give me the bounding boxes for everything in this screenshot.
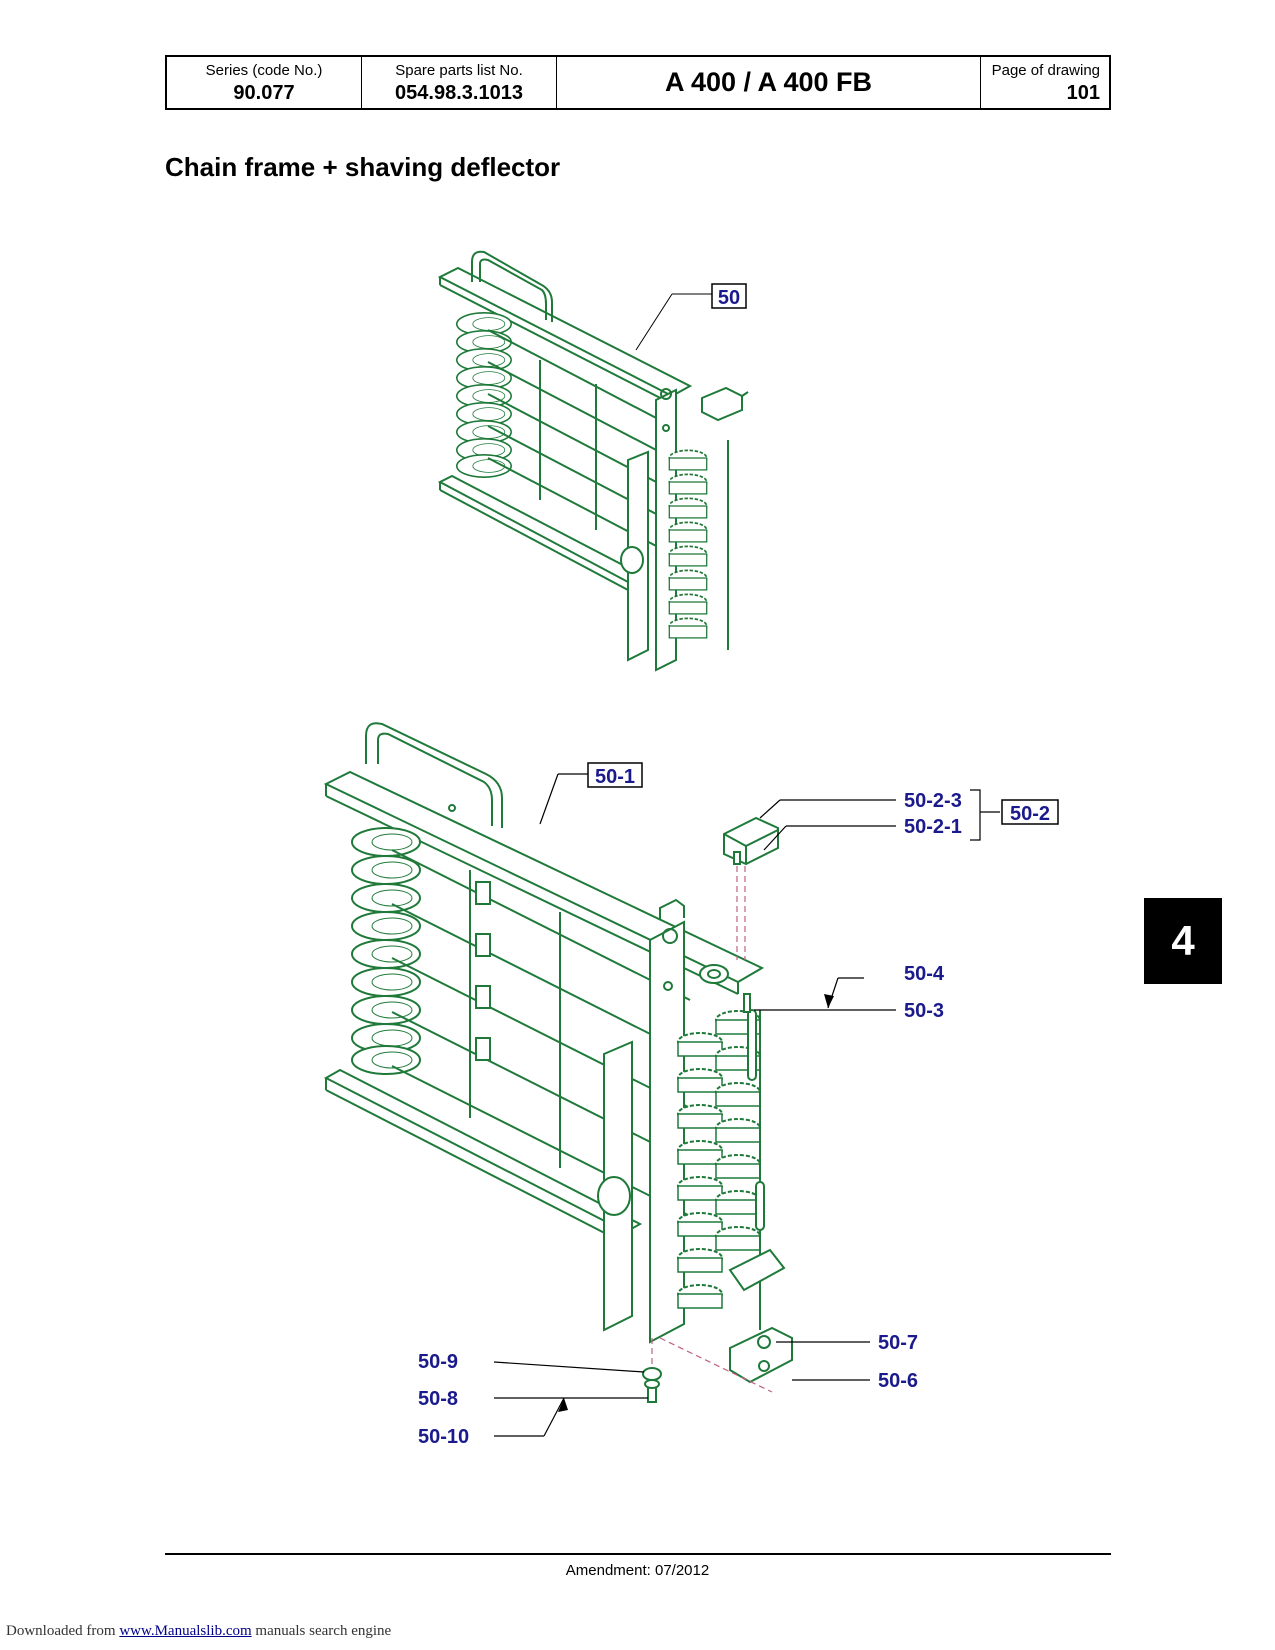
arrow-50-8 — [558, 1398, 568, 1412]
callout-50-4: 50-4 — [904, 963, 945, 985]
leader-lines — [493, 773, 1000, 1437]
page-title: Chain frame + shaving deflector — [165, 152, 561, 182]
callout-50: 50 — [718, 287, 740, 309]
assembly-dash-lines — [651, 866, 773, 1393]
assembly-overview — [437, 250, 749, 672]
assembly-exploded — [323, 722, 793, 1403]
callout-50-box — [711, 283, 747, 309]
callout-50-2-3: 50-2-3 — [904, 790, 962, 812]
series-label: Series (code No.) — [205, 62, 323, 79]
callout-50-1-box — [587, 762, 643, 788]
callout-50-2-box — [1001, 799, 1059, 825]
callout-50-6: 50-6 — [878, 1370, 918, 1392]
spare-parts-label: Spare parts list No. — [395, 62, 523, 79]
callout-50-2-1: 50-2-1 — [904, 816, 962, 838]
download-note: Downloaded from www.Manualslib.com manua… — [6, 1623, 391, 1640]
callout-50-8: 50-8 — [418, 1388, 458, 1410]
page-value: 101 — [1066, 82, 1100, 104]
spare-parts-value: 054.98.3.1013 — [395, 82, 523, 104]
callout-50-3: 50-3 — [904, 1000, 944, 1022]
callout-50-10: 50-10 — [418, 1426, 469, 1448]
page-cell: Page of drawing 101 — [981, 57, 1109, 108]
series-cell: Series (code No.) 90.077 — [167, 57, 362, 108]
callout-50-2: 50-2 — [1010, 803, 1050, 825]
amendment-text: Amendment: 07/2012 — [565, 1562, 710, 1579]
page-label: Page of drawing — [991, 62, 1100, 79]
download-suffix: manuals search engine — [255, 1623, 392, 1639]
model-cell: A 400 / A 400 FB — [557, 57, 981, 108]
arrow-50-4 — [824, 994, 834, 1008]
footer-divider — [165, 1553, 1111, 1555]
callout-50-1: 50-1 — [595, 766, 635, 788]
section-tab: 4 — [1144, 898, 1222, 984]
series-value: 90.077 — [233, 82, 295, 104]
callout-50-7: 50-7 — [878, 1332, 918, 1354]
callout-50-9: 50-9 — [418, 1351, 458, 1373]
manualslib-link[interactable]: www.Manualslib.com — [119, 1623, 252, 1639]
download-prefix: Downloaded from — [6, 1623, 116, 1639]
title-block: Series (code No.) 90.077 Spare parts lis… — [165, 55, 1111, 110]
model-name: A 400 / A 400 FB — [664, 67, 873, 97]
spare-parts-cell: Spare parts list No. 054.98.3.1013 — [362, 57, 557, 108]
